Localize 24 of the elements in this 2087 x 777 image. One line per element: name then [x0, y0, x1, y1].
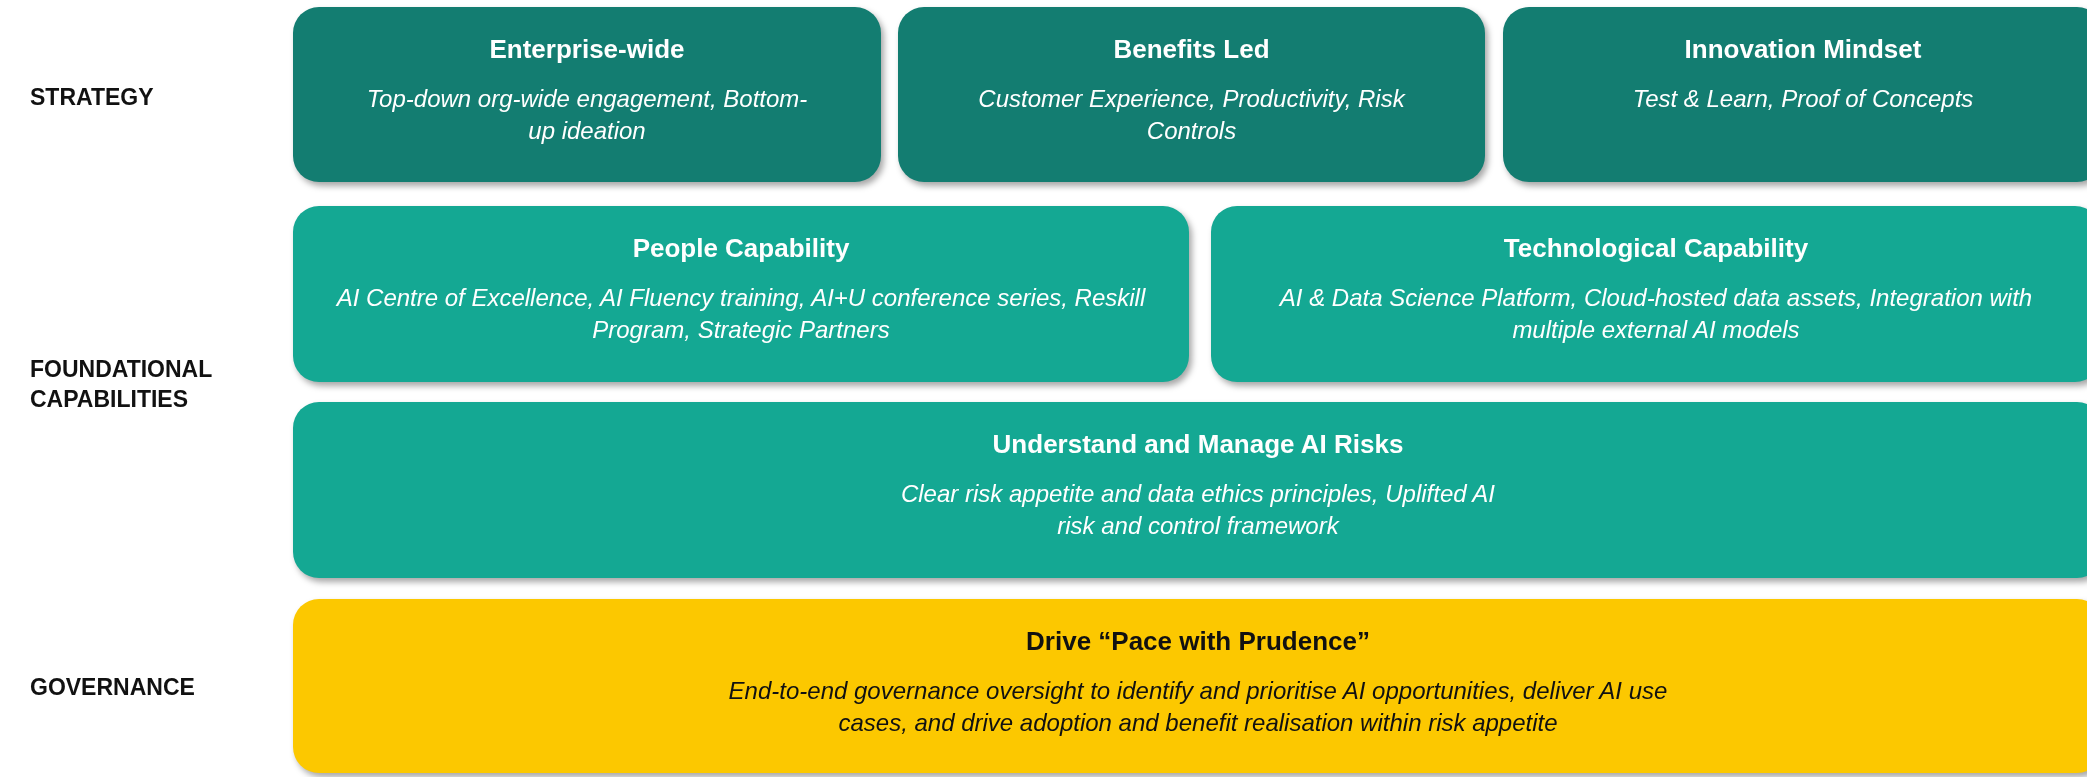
card-description: Test & Learn, Proof of Concepts — [1631, 84, 1975, 114]
capability-card — [293, 599, 2087, 773]
row-heading: STRATEGY — [29, 83, 155, 112]
card-title: Benefits Led — [1113, 33, 1270, 65]
card-description: End-to-end governance oversight to identify and prioritise AI opportunities, deliver AI use cases, and drive adoption and benefit realisation within risk appetite — [727, 676, 1669, 738]
row-heading: GOVERNANCE — [29, 673, 196, 702]
capability-card — [898, 7, 1485, 182]
capability-card — [1503, 7, 2087, 182]
row-heading: FOUNDATIONAL CAPABILITIES — [29, 355, 213, 414]
card-description: Top-down org-wide engagement, Bottom-up ideation — [365, 84, 809, 146]
card-description: AI Centre of Excellence, AI Fluency training, AI+U conference series, Reskill Program, Strategic Partners — [335, 283, 1147, 345]
card-title: Drive “Pace with Prudence” — [1026, 625, 1370, 657]
capability-card — [293, 206, 1189, 382]
capability-card — [1211, 206, 2087, 382]
card-title: Enterprise-wide — [489, 33, 685, 65]
capability-card — [293, 402, 2087, 578]
capability-card — [293, 7, 881, 182]
card-description: AI & Data Science Platform, Cloud-hosted data assets, Integration with multiple external AI models — [1278, 283, 2034, 345]
card-description: Customer Experience, Productivity, Risk Controls — [977, 84, 1407, 146]
card-title: Understand and Manage AI Risks — [992, 428, 1404, 460]
card-title: People Capability — [632, 232, 850, 264]
card-title: Technological Capability — [1503, 232, 1809, 264]
card-description: Clear risk appetite and data ethics principles, Uplifted AI risk and control framework — [899, 479, 1497, 541]
card-title: Innovation Mindset — [1684, 33, 1922, 65]
